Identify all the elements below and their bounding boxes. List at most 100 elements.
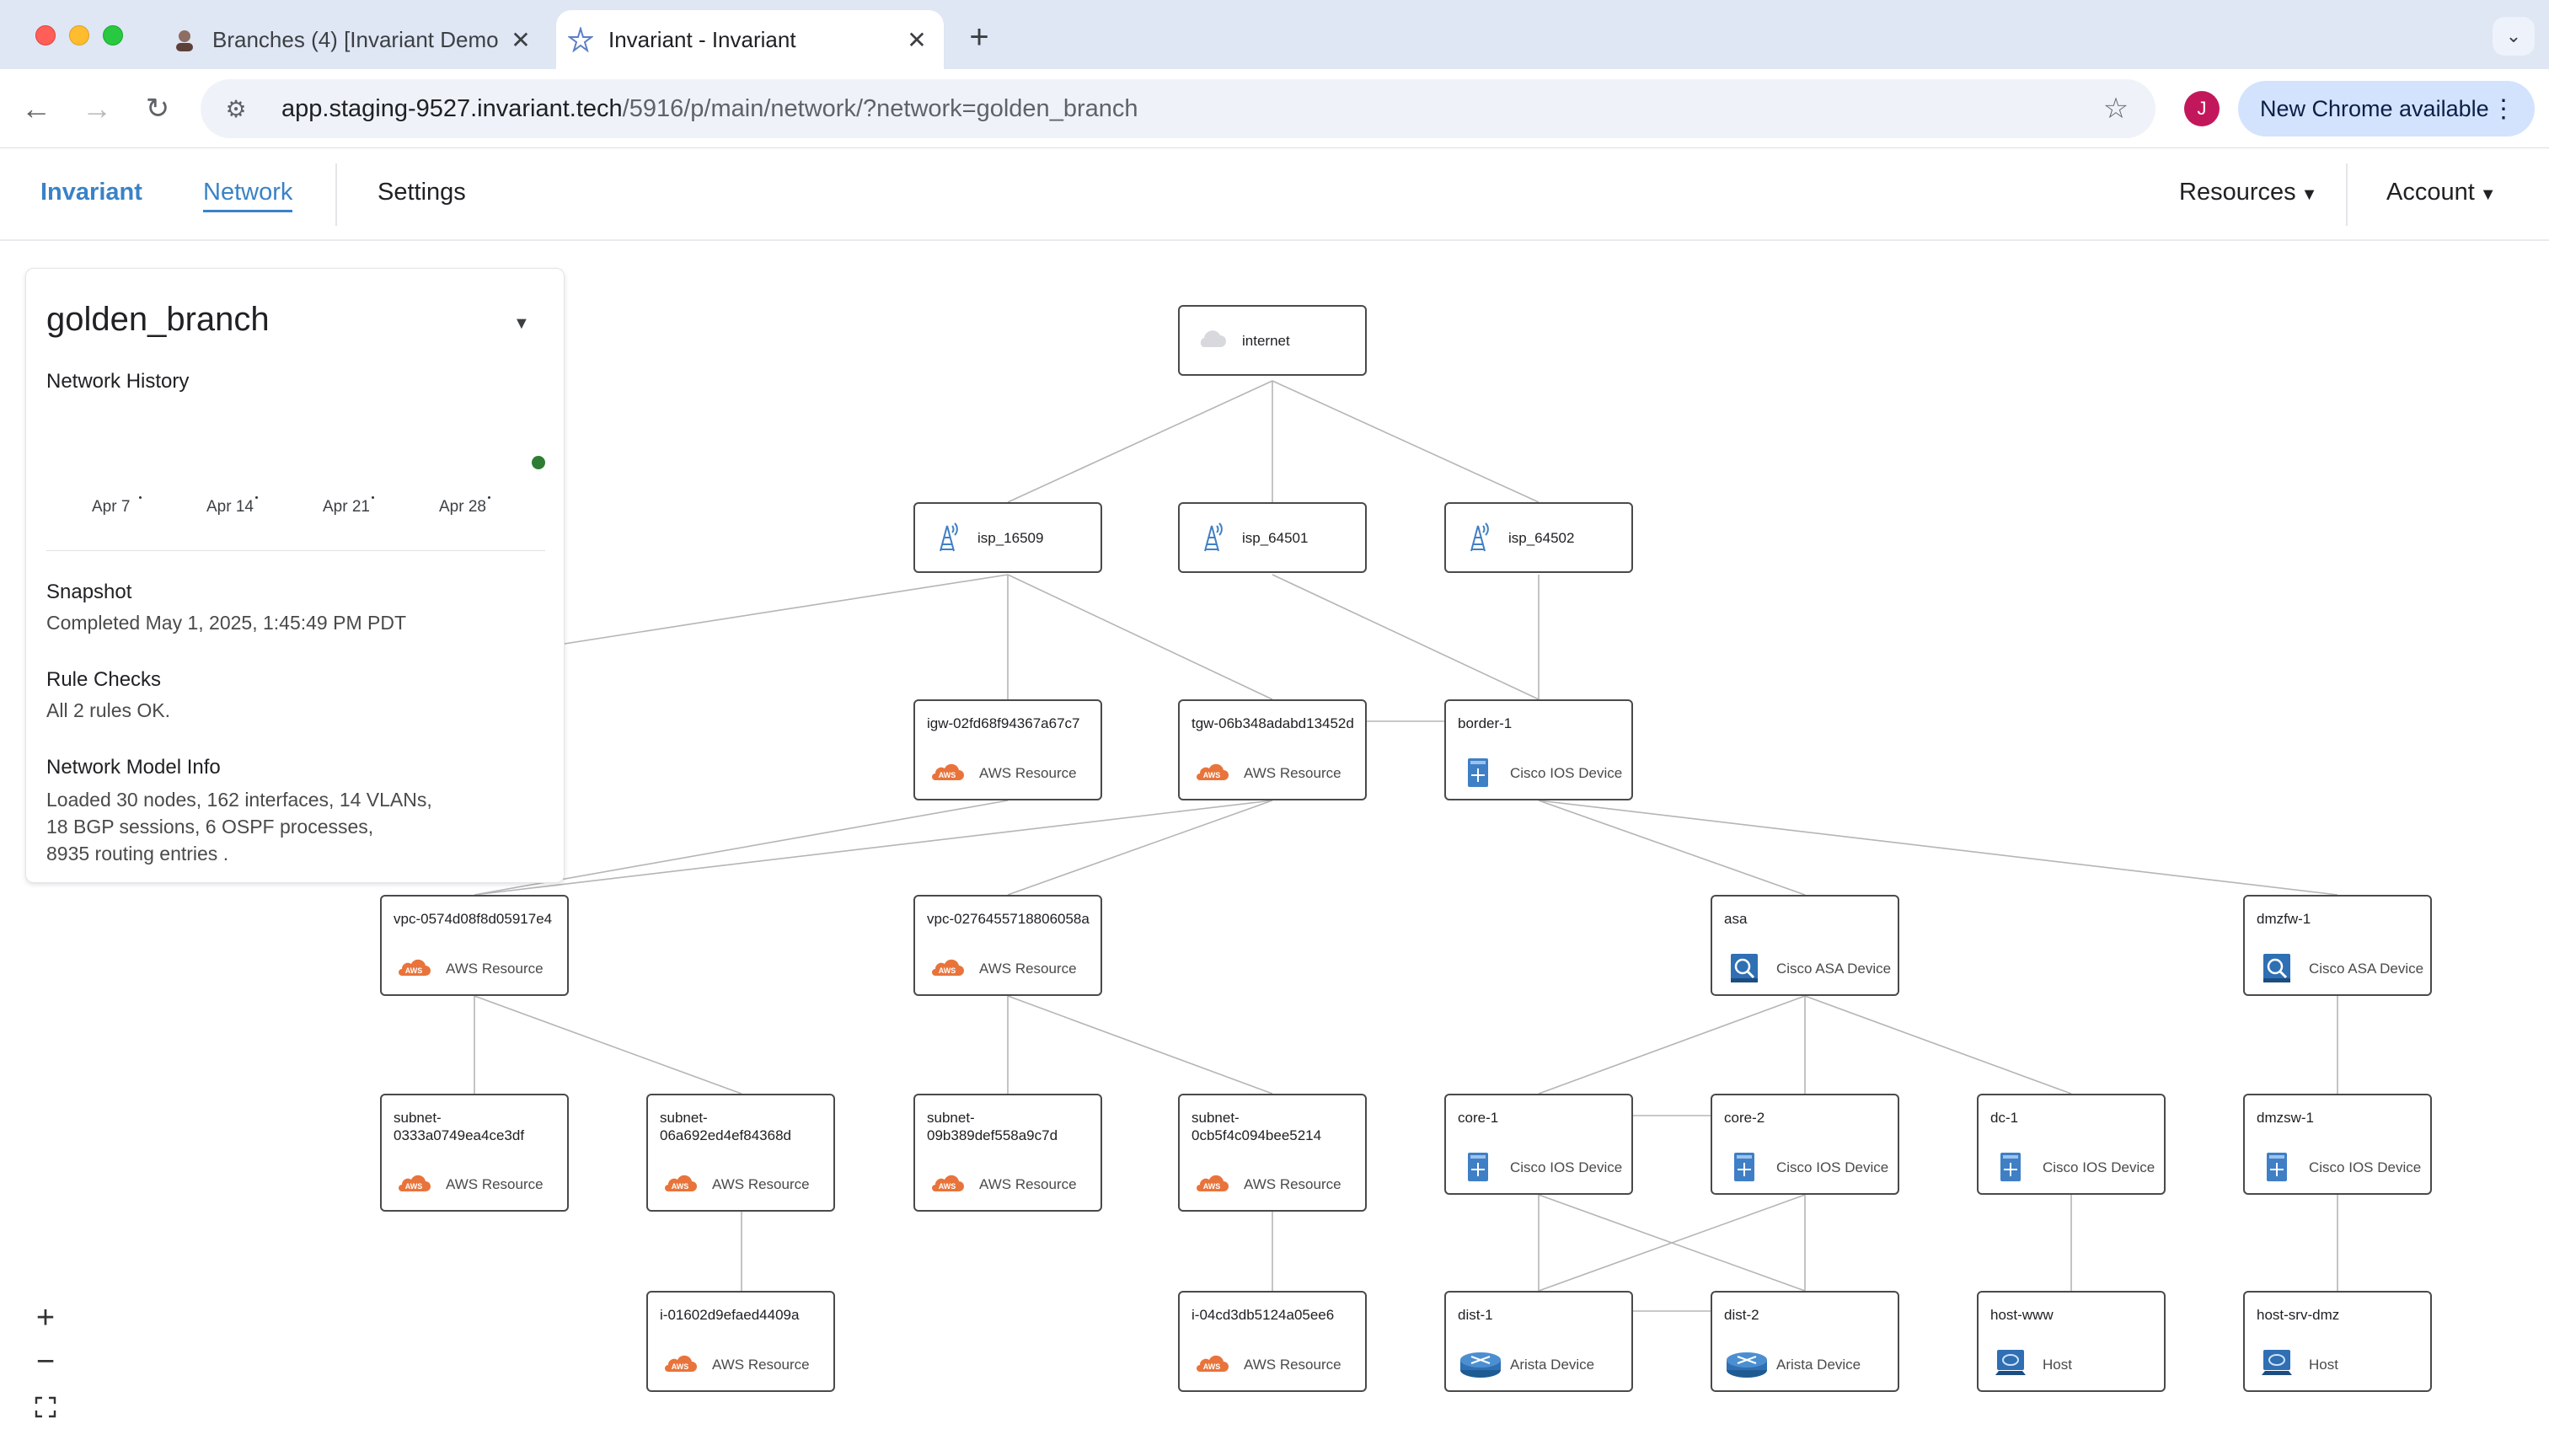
- node-dc-1[interactable]: dc-1 Cisco IOS Device: [1977, 1094, 2166, 1195]
- aws-icon: AWS: [399, 959, 431, 976]
- site-settings-icon[interactable]: ⚙: [225, 95, 247, 122]
- node-vpc-1[interactable]: vpc-0574d08f8d05917e4 AWS AWS Resource: [380, 895, 569, 996]
- node-host-www[interactable]: host-www Host: [1977, 1291, 2166, 1392]
- brand-link[interactable]: Invariant: [40, 179, 142, 206]
- bookmark-star-icon[interactable]: ☆: [2102, 93, 2129, 125]
- aws-icon: AWS: [932, 763, 964, 780]
- forward-arrow-icon[interactable]: →: [82, 91, 112, 126]
- browser-toolbar: ← → ↻ ⚙ app.staging-9527.invariant.tech/…: [0, 69, 2549, 148]
- zoom-out-button[interactable]: −: [35, 1343, 56, 1379]
- nav-settings[interactable]: Settings: [378, 179, 466, 206]
- tower-icon: [1470, 522, 1489, 552]
- node-dmzsw-1[interactable]: dmzsw-1 Cisco IOS Device: [2243, 1094, 2432, 1195]
- node-label: subnet- 0cb5f4c094bee5214: [1191, 1110, 1322, 1143]
- node-type: Cisco ASA Device: [2309, 961, 2424, 977]
- profile-avatar[interactable]: J: [2184, 91, 2220, 126]
- close-window-button[interactable]: [35, 25, 56, 46]
- snapshot-value: Completed May 1, 2025, 1:45:49 PM PDT: [46, 612, 406, 634]
- svg-text:AWS: AWS: [672, 1182, 689, 1191]
- maximize-window-button[interactable]: [103, 25, 123, 46]
- browser-tab-branches[interactable]: Branches (4) [Invariant Demo ✕: [160, 10, 548, 69]
- node-asa[interactable]: asa Cisco ASA Device: [1711, 895, 1899, 996]
- cisco-asa-icon: [1731, 954, 1758, 982]
- nav-network[interactable]: Network: [203, 179, 293, 212]
- back-arrow-icon[interactable]: ←: [21, 91, 51, 126]
- account-menu[interactable]: Account▼: [2386, 179, 2497, 206]
- node-dist-2[interactable]: dist-2 Arista Device: [1711, 1291, 1899, 1392]
- node-type: Cisco IOS Device: [1510, 765, 1623, 781]
- node-host-srv-dmz[interactable]: host-srv-dmz Host: [2243, 1291, 2432, 1392]
- router-icon: [1460, 1352, 1501, 1378]
- node-isp-64502[interactable]: isp_64502: [1444, 502, 1633, 573]
- node-instance-2[interactable]: i-04cd3db5124a05ee6 AWS AWS Resource: [1178, 1291, 1367, 1392]
- node-subnet-1[interactable]: subnet- 0333a0749ea4ce3df AWS AWS Resour…: [380, 1094, 569, 1212]
- node-subnet-2[interactable]: subnet- 06a692ed4ef84368d AWS AWS Resour…: [646, 1094, 835, 1212]
- node-dmzfw-1[interactable]: dmzfw-1 Cisco ASA Device: [2243, 895, 2432, 996]
- tab-title: Invariant - Invariant: [608, 26, 796, 52]
- node-type: Cisco IOS Device: [1510, 1159, 1623, 1175]
- cisco-ios-icon: [2267, 1153, 2287, 1181]
- address-bar[interactable]: ⚙ app.staging-9527.invariant.tech/5916/p…: [201, 79, 2155, 138]
- node-tgw[interactable]: tgw-06b348adabd13452d AWS AWS Resource: [1178, 699, 1367, 800]
- node-isp-16509[interactable]: isp_16509: [913, 502, 1102, 573]
- header-divider: [335, 163, 337, 226]
- node-igw[interactable]: igw-02fd68f94367a67c7 AWS AWS Resource: [913, 699, 1102, 800]
- node-type: Cisco IOS Device: [2309, 1159, 2422, 1175]
- node-type: AWS Resource: [979, 765, 1077, 781]
- url-text[interactable]: app.staging-9527.invariant.tech/5916/p/m…: [281, 95, 2095, 123]
- node-type: AWS Resource: [446, 961, 544, 977]
- fit-view-button[interactable]: [24, 1385, 67, 1429]
- node-type: Cisco IOS Device: [1776, 1159, 1889, 1175]
- model-info-line: 18 BGP sessions, 6 OSPF processes,: [46, 816, 374, 838]
- model-info-line: Loaded 30 nodes, 162 interfaces, 14 VLAN…: [46, 789, 432, 811]
- model-info-line: 8935 routing entries .: [46, 843, 229, 864]
- node-instance-1[interactable]: i-01602d9efaed4409a AWS AWS Resource: [646, 1291, 835, 1392]
- caret-down-icon: ▼: [2300, 185, 2318, 204]
- host-icon: [2262, 1350, 2292, 1375]
- node-type: AWS Resource: [712, 1176, 810, 1192]
- reload-icon[interactable]: ↻: [145, 93, 170, 125]
- node-type: AWS Resource: [979, 1176, 1077, 1192]
- node-vpc-2[interactable]: vpc-0276455718806058a AWS AWS Resource: [913, 895, 1102, 996]
- node-label: core-1: [1458, 1110, 1499, 1126]
- snapshot-marker[interactable]: [532, 456, 545, 469]
- node-type: Cisco IOS Device: [2043, 1159, 2155, 1175]
- node-subnet-4[interactable]: subnet- 0cb5f4c094bee5214 AWS AWS Resour…: [1178, 1094, 1367, 1212]
- timeline-tick: [255, 496, 258, 499]
- close-icon[interactable]: ✕: [907, 26, 927, 53]
- fullscreen-icon: [35, 1396, 56, 1418]
- node-type: Arista Device: [1776, 1357, 1861, 1373]
- node-subnet-3[interactable]: subnet- 09b389def558a9c7d AWS AWS Resour…: [913, 1094, 1102, 1212]
- browser-tab-strip: Branches (4) [Invariant Demo ✕ Invariant…: [0, 0, 2549, 69]
- node-border-1[interactable]: border-1 Cisco IOS Device: [1444, 699, 1633, 800]
- tab-search-button[interactable]: ⌄: [2493, 17, 2535, 56]
- node-label: vpc-0574d08f8d05917e4: [394, 911, 553, 927]
- svg-text:AWS: AWS: [1203, 1182, 1221, 1191]
- node-dist-1[interactable]: dist-1 Arista Device: [1444, 1291, 1633, 1392]
- chrome-update-button[interactable]: New Chrome available ⋮: [2238, 81, 2535, 136]
- node-type: Host: [2043, 1357, 2072, 1373]
- close-icon[interactable]: ✕: [511, 26, 531, 53]
- new-tab-button[interactable]: +: [969, 18, 989, 56]
- invariant-logo-icon: [568, 27, 593, 52]
- node-core-1[interactable]: core-1 Cisco IOS Device: [1444, 1094, 1633, 1195]
- node-label: dist-1: [1458, 1307, 1493, 1323]
- svg-text:AWS: AWS: [1203, 771, 1221, 779]
- minimize-window-button[interactable]: [69, 25, 89, 46]
- resources-menu[interactable]: Resources▼: [2179, 179, 2317, 206]
- node-isp-64501[interactable]: isp_64501: [1178, 502, 1367, 573]
- aws-icon: AWS: [932, 1175, 964, 1191]
- svg-text:AWS: AWS: [939, 1182, 956, 1191]
- more-menu-icon[interactable]: ⋮: [2491, 94, 2516, 123]
- node-label: i-04cd3db5124a05ee6: [1191, 1307, 1335, 1323]
- browser-tab-invariant[interactable]: Invariant - Invariant ✕: [556, 10, 944, 69]
- url-path: /5916/p/main/network/?network=golden_bra…: [622, 94, 1138, 122]
- node-core-2[interactable]: core-2 Cisco IOS Device: [1711, 1094, 1899, 1195]
- resources-label: Resources: [2179, 179, 2296, 206]
- node-internet[interactable]: internet: [1178, 305, 1367, 376]
- node-label: dc-1: [1990, 1110, 2019, 1126]
- zoom-in-button[interactable]: +: [35, 1299, 56, 1336]
- network-dropdown-icon[interactable]: ▼: [513, 314, 530, 333]
- node-label: vpc-0276455718806058a: [927, 911, 1090, 927]
- network-history-timeline[interactable]: Apr 7 Apr 14 Apr 21 Apr 28: [26, 269, 565, 547]
